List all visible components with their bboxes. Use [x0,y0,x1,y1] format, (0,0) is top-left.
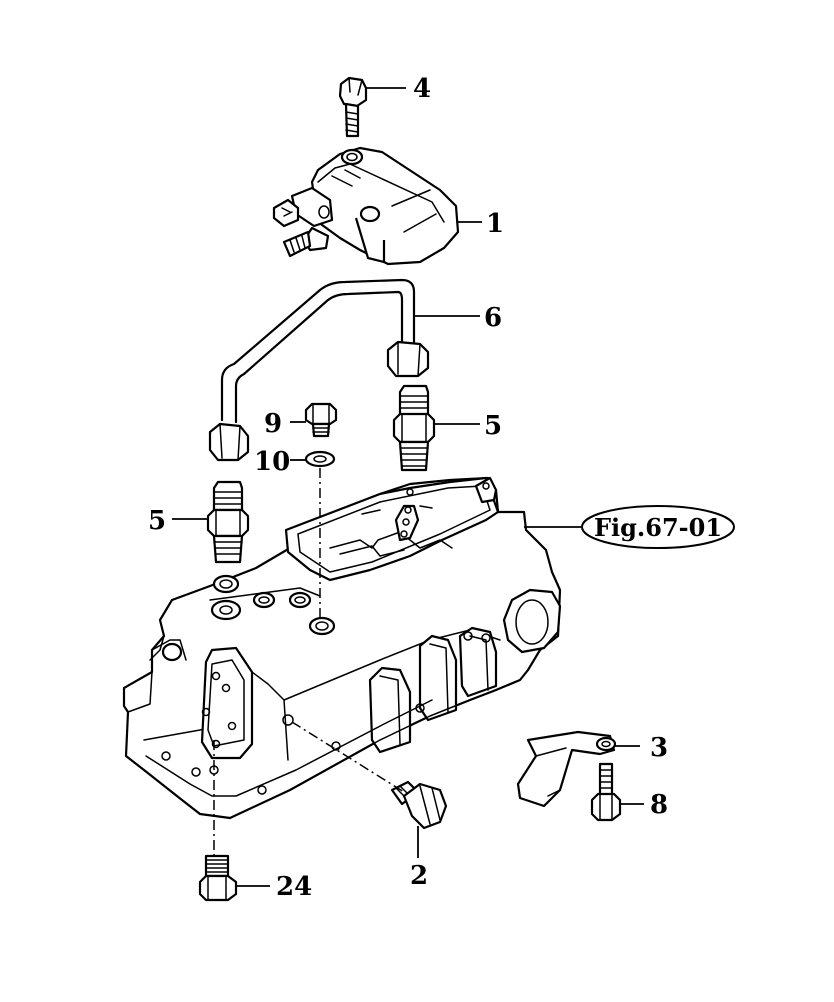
main-housing [122,476,562,820]
callout-5-right: 5 [484,411,502,441]
part-8-bolt [590,762,622,822]
callout-4: 4 [413,74,431,104]
callout-3: 3 [650,733,668,763]
part-4-bolt [338,76,368,138]
callout-5-left: 5 [148,506,166,536]
callout-6: 6 [484,303,502,333]
figure-reference-label[interactable]: Fig.67-01 [594,513,722,542]
part-10-washer [304,450,336,468]
callout-9: 9 [264,409,282,439]
part-5-adapter-left [206,480,250,564]
part-5-adapter-right [392,384,436,472]
part-24-plug [198,854,238,902]
part-1-valve-body [272,146,460,266]
part-3-bracket [516,730,617,808]
figure-reference-bubble[interactable] [581,505,735,549]
part-2-plug [390,780,448,830]
callout-10: 10 [254,447,290,477]
part-6-pipe [208,278,430,462]
callout-8: 8 [650,790,668,820]
part-9-plug [304,402,338,438]
callout-2: 2 [410,861,428,891]
callout-1: 1 [486,209,504,239]
centerline-plug-2 [291,721,405,793]
callout-24: 24 [276,872,312,902]
